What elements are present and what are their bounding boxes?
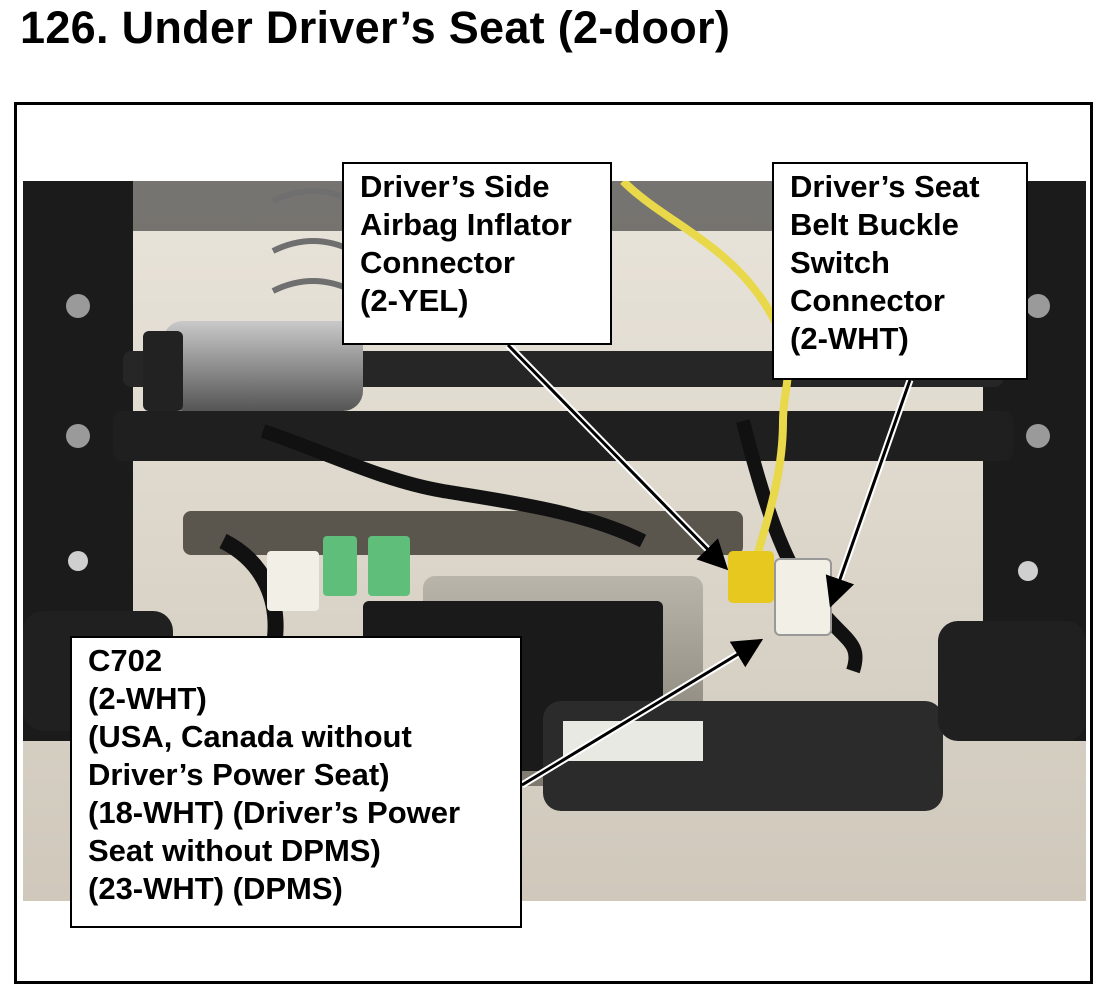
buckle-callout-line-5: (2-WHT) [790,321,909,356]
c702-callout-line-4: Driver’s Power Seat) [88,757,390,792]
buckle-callout-line-3: Switch [790,245,890,280]
buckle-callout-line-2: Belt Buckle [790,207,959,242]
airbag-callout-line-4: (2-YEL) [360,283,469,318]
c702-callout-line-1: C702 [88,643,163,678]
buckle-switch-callout: Driver’s Seat Belt Buckle Switch Connect… [772,162,1028,380]
page-title: 126. Under Driver’s Seat (2-door) [20,2,731,53]
c702-callout-line-6: Seat without DPMS) [88,833,381,868]
c702-callout-line-7: (23-WHT) (DPMS) [88,871,343,906]
airbag-callout-line-3: Connector [360,245,515,280]
buckle-callout-line-1: Driver’s Seat [790,169,980,204]
c702-callout-line-3: (USA, Canada without [88,719,412,754]
c702-callout-line-5: (18-WHT) (Driver’s Power [88,795,461,830]
airbag-callout-line-2: Airbag Inflator [360,207,572,242]
airbag-connector-callout: Driver’s Side Airbag Inflator Connector … [342,162,612,345]
c702-callout-line-2: (2-WHT) [88,681,207,716]
buckle-callout-line-4: Connector [790,283,945,318]
c702-connector-callout: C702 (2-WHT) (USA, Canada without Driver… [70,636,522,928]
airbag-callout-line-1: Driver’s Side [360,169,550,204]
